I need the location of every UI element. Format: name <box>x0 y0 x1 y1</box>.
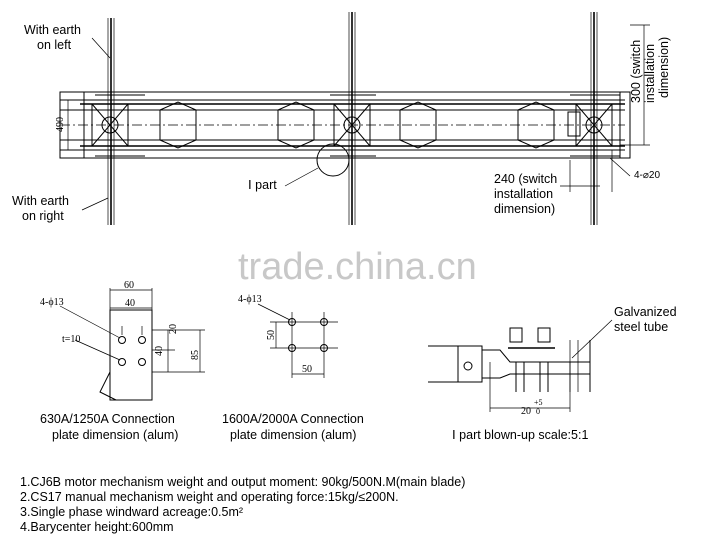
note-3: 3.Single phase windward acreage:0.5m² <box>20 505 243 519</box>
dim-490: 490 <box>55 117 66 132</box>
watermark: trade.china.cn <box>238 246 477 288</box>
svg-text:240 (switch: 240 (switch <box>494 172 557 186</box>
hex-nut-4 <box>517 101 555 149</box>
plate1-d20: 20 <box>168 324 179 334</box>
plate2-d50h: 50 <box>302 364 312 375</box>
plate1-thickness: t=10 <box>62 334 80 345</box>
note-1: 1.CJ6B motor mechanism weight and output… <box>20 475 465 489</box>
plate1-d60: 60 <box>124 280 134 291</box>
plate1-d40v: 40 <box>154 346 165 356</box>
svg-text:installation: installation <box>643 44 657 103</box>
dim-4-d20: 4-⌀20 <box>634 170 660 181</box>
main-assembly-view: 490 <box>55 12 650 225</box>
switch-dim-300: 300 (switch installation dimension) <box>629 37 671 103</box>
blowup-dim: 20 <box>521 406 531 417</box>
connection-plate-2 <box>257 303 338 378</box>
svg-text:dimension): dimension) <box>494 202 555 216</box>
notes-list: 1.CJ6B motor mechanism weight and output… <box>20 475 465 534</box>
earth-right-line2: on right <box>22 209 64 223</box>
switch-dim-240: 240 (switch installation dimension) <box>494 172 557 216</box>
insulator-left <box>91 18 129 225</box>
svg-text:300 (switch: 300 (switch <box>629 40 643 103</box>
blowup-tol-dn: 0 <box>536 407 540 416</box>
plate1-holes: 4-ϕ13 <box>40 297 64 308</box>
plate2-d50v: 50 <box>266 330 277 340</box>
i-part-blowup <box>428 319 613 412</box>
plate1-d40: 40 <box>125 298 135 309</box>
plate2-holes: 4-ϕ13 <box>238 294 262 305</box>
earth-right-line1: With earth <box>12 194 69 208</box>
galvanized-label-2: steel tube <box>614 320 668 334</box>
insulator-middle <box>333 12 371 225</box>
earth-left-line1: With earth <box>24 23 81 37</box>
i-part-circle <box>316 143 350 177</box>
svg-text:installation: installation <box>494 187 553 201</box>
earth-left-line2: on left <box>37 38 72 52</box>
hex-nut-3 <box>399 101 437 149</box>
insulator-right <box>567 12 613 225</box>
hex-nut-2 <box>277 101 315 149</box>
svg-text:dimension): dimension) <box>657 37 671 98</box>
blowup-tol-up: +5 <box>534 398 543 407</box>
plate1-caption-1: 630A/1250A Connection <box>40 412 175 426</box>
galvanized-label-1: Galvanized <box>614 305 677 319</box>
i-part-label: Ⅰ part <box>248 178 277 192</box>
plate1-caption-2: plate dimension (alum) <box>52 428 178 442</box>
note-4: 4.Barycenter height:600mm <box>20 520 174 534</box>
plate2-caption-1: 1600A/2000A Connection <box>222 412 364 426</box>
note-2: 2.CS17 manual mechanism weight and opera… <box>20 490 399 504</box>
hex-nut-1 <box>159 101 197 149</box>
plate2-caption-2: plate dimension (alum) <box>230 428 356 442</box>
connection-plate-1 <box>59 288 205 401</box>
blowup-caption: Ⅰ part blown-up scale:5:1 <box>452 428 588 442</box>
plate1-d85: 85 <box>190 350 201 360</box>
